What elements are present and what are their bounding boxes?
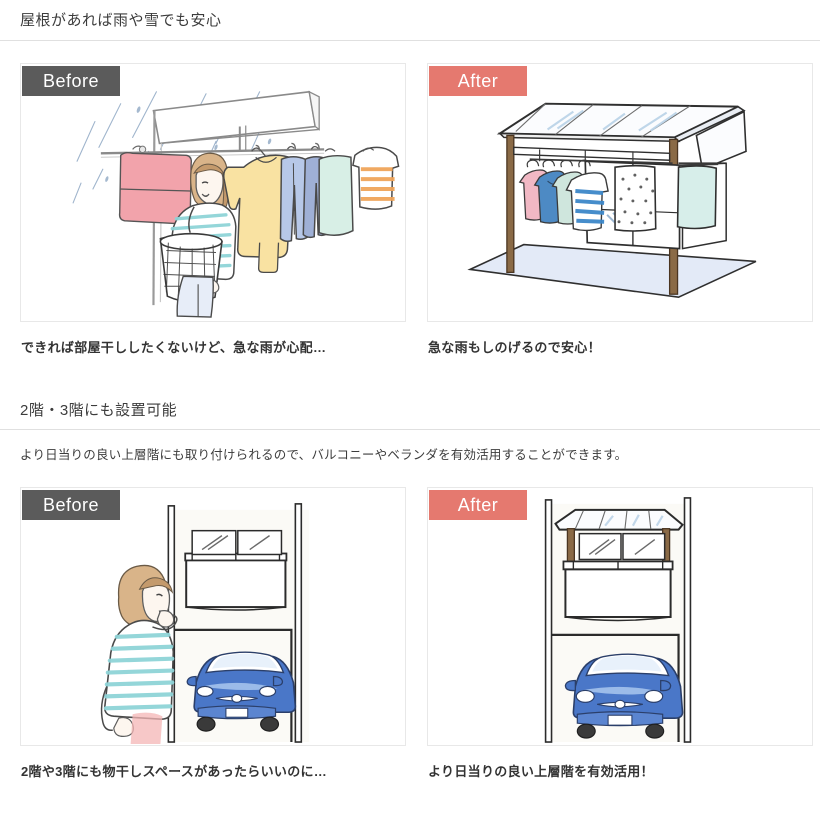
figure-balcony-with-roof: After — [427, 486, 813, 746]
figure-balcony-no-roof: Before — [20, 486, 406, 746]
badge-before-2: Before — [22, 489, 120, 520]
comparison-item-before-2: Before — [20, 486, 406, 781]
section-1-heading: 屋根があれば雨や雪でも安心 — [0, 11, 820, 41]
section-2-heading: 2階・3階にも設置可能 — [0, 401, 820, 431]
badge-after-2: After — [429, 489, 527, 520]
figure-terrace-roof-laundry: After — [427, 62, 813, 322]
comparison-item-after-2: After — [427, 486, 813, 781]
figure-room-drying-rain: Before — [20, 62, 406, 322]
room-drying-rain-illustration — [72, 90, 400, 318]
terrace-roof-laundry-illustration — [467, 102, 757, 298]
balcony-with-roof-illustration — [544, 497, 692, 743]
spacer-after-heading-1 — [0, 41, 820, 63]
spacer-top — [0, 0, 820, 11]
comparison-item-after-1: After — [427, 62, 813, 357]
balcony-no-roof-illustration — [100, 503, 310, 744]
caption-after-2: より日当りの良い上層階を有効活用！ — [428, 763, 654, 779]
caption-before-2: 2階や3階にも物干しスペースがあったらいいのに… — [21, 763, 328, 779]
spacer-after-lead-2 — [0, 465, 820, 487]
comparison-row-2: Before — [0, 486, 820, 781]
section-2-lead-text: より日当りの良い上層階にも取り付けられるので、バルコニーやベランダを有効活用する… — [20, 448, 628, 463]
comparison-row-1: Before — [0, 62, 820, 357]
caption-before-1: できれば部屋干ししたくないけど、急な雨が心配… — [21, 339, 327, 355]
badge-before-1: Before — [22, 65, 120, 96]
spacer-between-sections — [0, 357, 820, 401]
caption-after-1: 急な雨もしのげるので安心！ — [428, 339, 601, 355]
comparison-item-before-1: Before — [20, 62, 406, 357]
badge-after-1: After — [429, 65, 527, 96]
